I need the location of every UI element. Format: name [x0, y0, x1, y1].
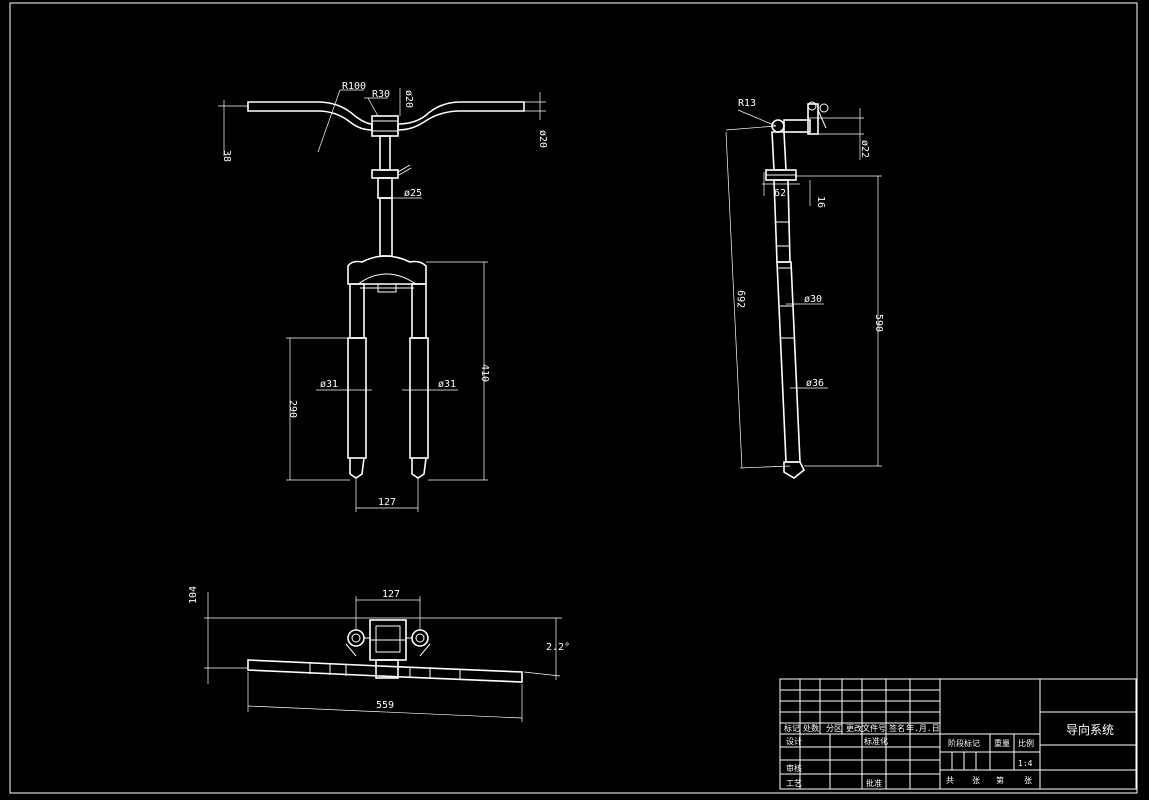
tb-stage-mark: 阶段标记: [948, 738, 980, 748]
tb-mark: 标记: [784, 723, 800, 733]
tb-weight: 重量: [994, 738, 1010, 748]
top-view: 127 104 2.2° 559: [188, 586, 570, 722]
stem-extension: [783, 119, 811, 133]
tb-sign: 签名: [889, 723, 905, 733]
label-d36: ø36: [806, 378, 824, 389]
front-view: 38 R100 R30 ø20 ø20 ø25 410 290 ø31 ø31: [218, 81, 548, 512]
fork-leg-left-upper: [349, 283, 365, 339]
dim-290: 290: [287, 400, 298, 418]
dim-104: 104: [188, 586, 199, 604]
fork-leg-left-lower: [347, 337, 367, 459]
headset-upper: [371, 169, 399, 179]
dim-692: 692: [734, 290, 746, 308]
tb-scale-value: 1:4: [1018, 759, 1033, 768]
side-fork-lower: [776, 261, 801, 463]
tb-standardize: 标准化: [864, 736, 888, 746]
label-d30: ø30: [804, 294, 822, 305]
label-r100: R100: [342, 81, 366, 92]
fork-crown: [347, 255, 427, 285]
handlebar-right: [397, 101, 525, 131]
label-d31-left: ø31: [320, 379, 338, 390]
tb-review: 审核: [786, 763, 802, 773]
label-r13: R13: [738, 98, 756, 109]
tb-zone: 分区: [826, 724, 842, 733]
tb-count: 处数: [803, 723, 819, 733]
fork-leg-right-upper: [411, 283, 427, 339]
tb-sheets: 张: [972, 776, 980, 785]
side-view: R13 ø22 62 16 692 590 ø30 ø36: [725, 98, 884, 479]
dim-127-front: 127: [378, 497, 396, 508]
stem: [379, 135, 391, 171]
tb-sheet-of: 第: [996, 775, 1004, 785]
stem-clamp: [371, 115, 399, 137]
tb-total: 共: [946, 776, 954, 785]
drawing-title: 导向系统: [1066, 722, 1114, 737]
top-handlebar: [247, 659, 523, 683]
dim-62: 62: [774, 188, 786, 199]
top-grip-left: [347, 629, 365, 647]
dim-590: 590: [873, 314, 884, 332]
tb-process: 工艺: [786, 779, 802, 788]
dim-127-top: 127: [382, 589, 400, 600]
dim-38: 38: [221, 150, 232, 162]
steerer-tube: [379, 197, 393, 257]
steerer: [377, 177, 393, 199]
dim-410: 410: [479, 364, 490, 382]
side-steerer: [771, 131, 787, 171]
label-r30: R30: [372, 89, 390, 100]
top-grip-right: [411, 629, 429, 647]
dim-16: 16: [815, 196, 826, 208]
tb-approve: 批准: [866, 778, 882, 788]
tb-design: 设计: [786, 736, 802, 746]
title-block: 标记 处数 分区 更改文件号 签名 年.月.日 设计 标准化 审核 工艺 批准 …: [779, 678, 1137, 790]
dim-559: 559: [376, 700, 394, 711]
label-d25: ø25: [404, 188, 422, 199]
tb-scale-label: 比例: [1018, 738, 1034, 748]
handlebar-left: [247, 101, 373, 131]
label-d22: ø22: [859, 140, 870, 158]
tb-date: 年.月.日: [906, 723, 940, 733]
label-d20-right: ø20: [537, 130, 548, 148]
label-d20-top: ø20: [403, 90, 414, 108]
label-angle: 2.2°: [546, 642, 570, 653]
tb-change-doc: 更改文件号: [846, 723, 886, 733]
label-d31-right: ø31: [438, 379, 456, 390]
fork-leg-right-lower: [409, 337, 429, 459]
tb-sheet-end: 张: [1024, 776, 1032, 785]
drawing-border: [9, 2, 1138, 794]
